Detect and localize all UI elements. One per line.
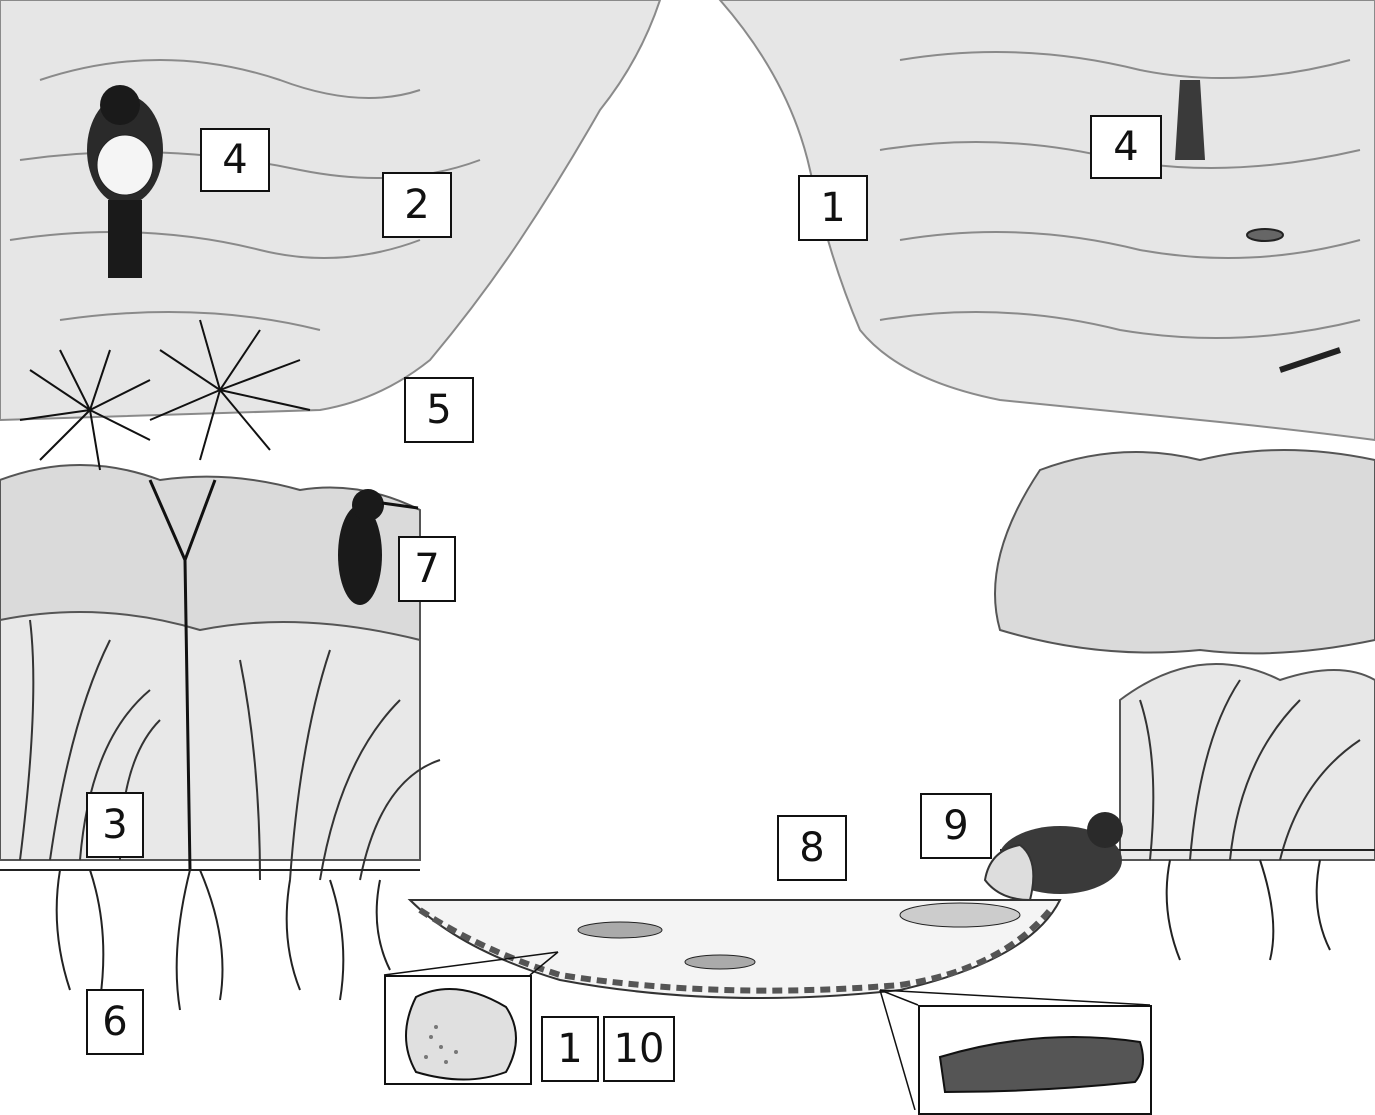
- right-shrubs: [995, 450, 1375, 860]
- label-4-right: 4: [1090, 115, 1162, 179]
- label-2: 2: [382, 172, 452, 238]
- label-3: 3: [86, 792, 144, 858]
- weta-insect: [1247, 229, 1283, 241]
- label-6: 6: [86, 989, 144, 1055]
- pebble-inset: [384, 975, 532, 1085]
- label-1-top: 1: [798, 175, 868, 241]
- caddisfly-larva-icon: [920, 1007, 1152, 1115]
- log: [900, 903, 1020, 927]
- rock: [985, 845, 1033, 900]
- bat: [1175, 80, 1205, 160]
- label-8: 8: [777, 815, 847, 881]
- label-4-left: 4: [200, 128, 270, 192]
- caddisfly-inset: [918, 1005, 1152, 1115]
- label-9: 9: [920, 793, 992, 859]
- upper-canopy: [0, 0, 1375, 440]
- label-5: 5: [404, 377, 474, 443]
- fish-2: [685, 955, 755, 969]
- label-7: 7: [398, 536, 456, 602]
- pebble-icon: [386, 977, 532, 1085]
- label-10: 10: [603, 1016, 675, 1082]
- label-1-bottom: 1: [541, 1016, 599, 1082]
- fish-1: [578, 922, 662, 938]
